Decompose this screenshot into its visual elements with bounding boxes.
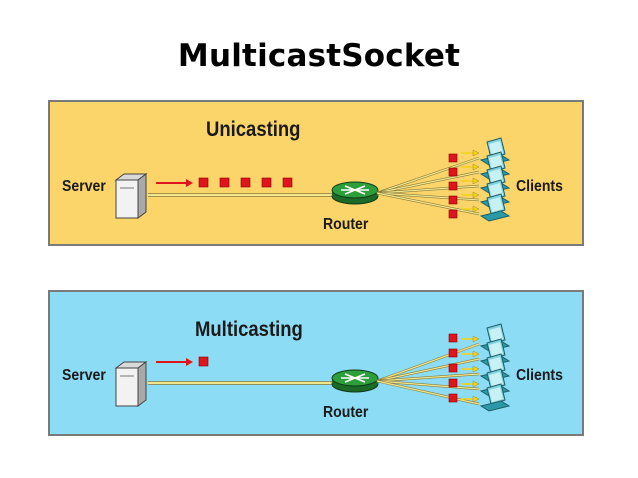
packet	[448, 167, 458, 177]
server-icon	[114, 361, 148, 407]
client-link-highlight	[376, 185, 480, 194]
client-arrowhead	[472, 149, 480, 157]
packet	[448, 378, 458, 388]
client-link-highlight	[376, 171, 480, 194]
packet	[448, 195, 458, 205]
multicasting-diagram	[114, 323, 511, 412]
client-link-highlight	[376, 358, 480, 382]
packet	[448, 348, 458, 358]
outgoing-arrowhead	[186, 358, 193, 366]
server-label: Server	[62, 178, 106, 195]
client-link-highlight	[376, 343, 480, 382]
client-link-highlight	[376, 192, 480, 201]
client-arrowhead	[472, 395, 480, 403]
packet	[261, 177, 272, 188]
router-icon	[331, 369, 379, 393]
router-label: Router	[323, 216, 369, 233]
packet	[240, 177, 251, 188]
packet	[448, 181, 458, 191]
packet	[448, 363, 458, 373]
client-link-highlight	[376, 380, 480, 405]
client-arrowhead	[472, 191, 480, 199]
router-label: Router	[323, 404, 369, 421]
unicasting-heading: Unicasting	[206, 118, 301, 141]
client-arrowhead	[472, 205, 480, 213]
client-arrowhead	[472, 350, 480, 358]
packet	[198, 177, 209, 188]
client-arrowhead	[472, 335, 480, 343]
unicasting-panel: Unicasting Server Router Clients	[48, 100, 584, 246]
clients-label: Clients	[516, 178, 563, 195]
client-link-highlight	[376, 373, 480, 382]
router-icon	[331, 181, 379, 205]
outgoing-arrowhead	[186, 179, 193, 187]
packet	[448, 393, 458, 403]
packet	[448, 333, 458, 343]
client-computer-icon	[479, 193, 511, 222]
multicasting-heading: Multicasting	[195, 318, 303, 341]
client-computer-icon	[479, 383, 511, 412]
packet	[282, 177, 293, 188]
client-arrowhead	[472, 380, 480, 388]
client-arrowhead	[472, 177, 480, 185]
client-link-highlight	[376, 380, 480, 390]
server-label: Server	[62, 367, 106, 384]
packet	[448, 209, 458, 219]
multicasting-panel: Multicasting Server Router Clients	[48, 290, 584, 436]
client-link-highlight	[376, 192, 480, 215]
page-title: MulticastSocket	[177, 38, 461, 74]
unicasting-diagram	[114, 137, 511, 222]
packet	[219, 177, 230, 188]
packet	[198, 356, 209, 367]
client-arrowhead	[472, 163, 480, 171]
client-arrowhead	[472, 365, 480, 373]
packet	[448, 153, 458, 163]
clients-label: Clients	[516, 367, 563, 384]
client-link-highlight	[376, 157, 480, 194]
server-icon	[114, 173, 148, 219]
